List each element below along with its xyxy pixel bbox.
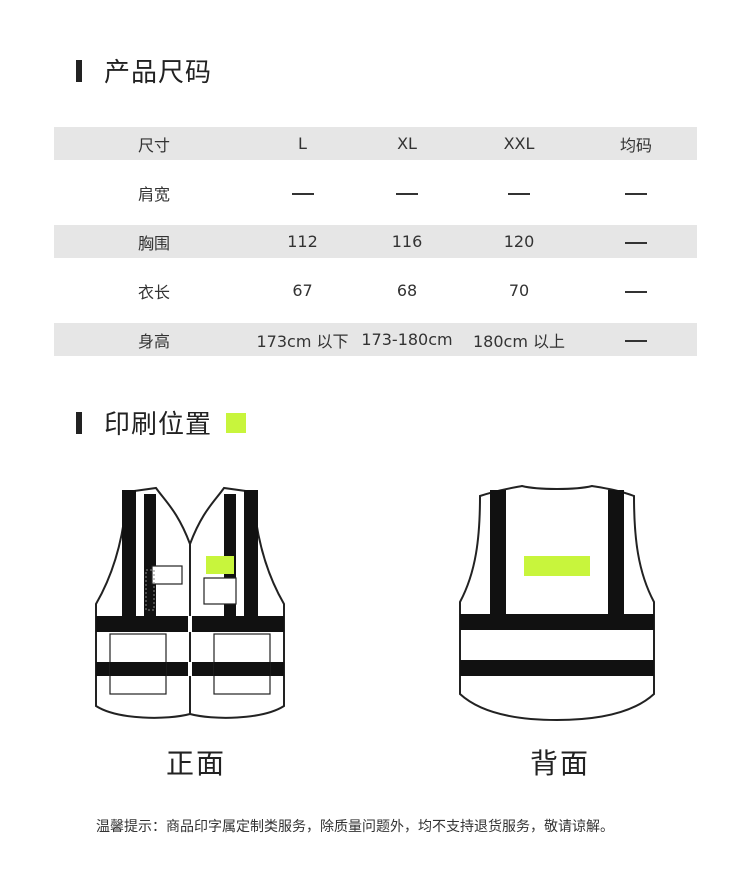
row-label: 肩宽: [137, 184, 170, 204]
back-caption: 背面: [530, 747, 591, 780]
header-cell: XL: [351, 127, 463, 160]
dash: [625, 339, 647, 342]
title-bar: [76, 59, 82, 82]
header-cell: 均码: [575, 127, 697, 160]
header-cell: XXL: [463, 127, 575, 160]
header-cell: 尺寸: [54, 127, 254, 160]
title-bar: [76, 411, 82, 434]
dash-cell: [575, 323, 697, 356]
table-cell: 70: [508, 281, 530, 300]
size-table: 尺寸 L XL XXL 均码 肩宽 胸围 112 116 120 衣长 67 6…: [54, 127, 697, 356]
dash: [625, 241, 647, 244]
print-section-title-text: 印刷位置: [104, 410, 213, 440]
dash-cell: [575, 274, 697, 307]
vest-back-illustration: [459, 484, 655, 722]
front-caption: 正面: [166, 747, 227, 780]
dash-cell: [575, 225, 697, 258]
table-row: 衣长 67 68 70: [54, 274, 697, 307]
row-label: 衣长: [137, 282, 170, 302]
size-section-title-text: 产品尺码: [104, 58, 213, 88]
vest-front-illustration: [95, 486, 285, 719]
dash: [625, 192, 647, 195]
dash: [508, 192, 530, 195]
table-cell: 120: [463, 225, 575, 258]
print-color-swatch: [226, 412, 247, 433]
size-section-title: 产品尺码: [76, 52, 212, 89]
table-cell: 68: [396, 281, 418, 300]
back-print-area: [524, 556, 590, 576]
dash-cell: [351, 176, 463, 209]
size-table-header: 尺寸 L XL XXL 均码: [54, 127, 697, 160]
dash-cell: [463, 176, 575, 209]
table-cell: 116: [351, 225, 463, 258]
table-cell: 112: [254, 225, 351, 258]
dash-cell: [254, 176, 351, 209]
notice-text: 温馨提示：商品印字属定制类服务，除质量问题外，均不支持退货服务，敬请谅解。: [96, 819, 614, 835]
print-section-title: 印刷位置: [76, 404, 247, 441]
table-row: 肩宽: [54, 176, 697, 209]
front-print-area: [206, 556, 234, 574]
table-cell: 173-180cm: [351, 323, 463, 356]
dash: [291, 192, 314, 195]
dash: [625, 290, 647, 293]
dash-cell: [575, 176, 697, 209]
table-cell: 67: [292, 281, 313, 300]
row-label: 胸围: [54, 225, 254, 258]
table-cell: 180cm 以上: [463, 323, 575, 356]
header-cell: L: [254, 127, 351, 160]
table-row: 胸围 112 116 120: [54, 225, 697, 258]
row-label: 身高: [54, 323, 254, 356]
table-row: 身高 173cm 以下 173-180cm 180cm 以上: [54, 323, 697, 356]
dash: [396, 192, 418, 195]
table-cell: 173cm 以下: [254, 323, 351, 356]
